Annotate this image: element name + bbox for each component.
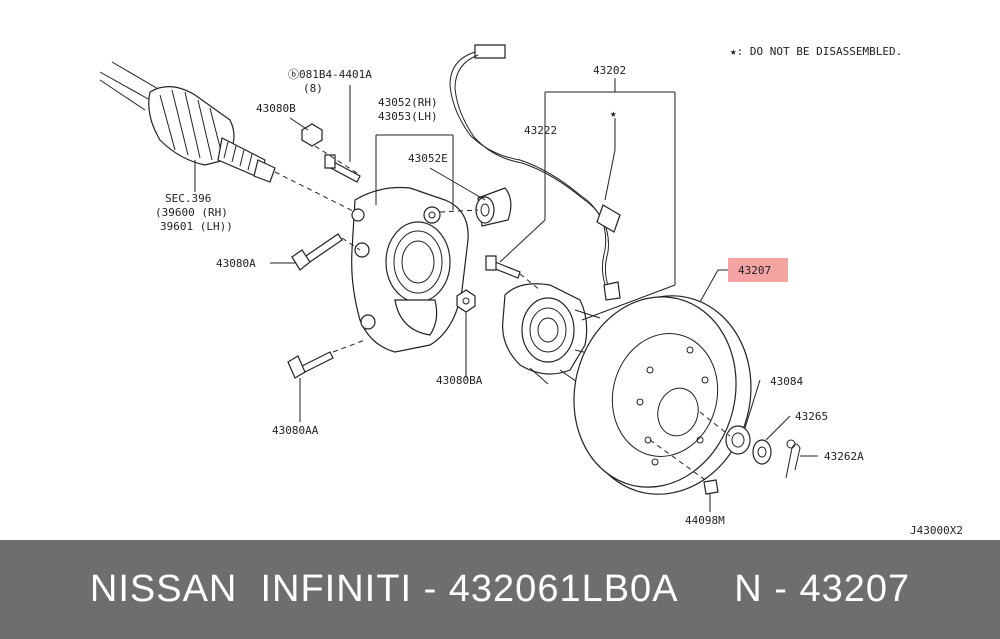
label-sec396[interactable]: SEC.396 <box>165 192 211 205</box>
bolt-081b4 <box>324 154 361 183</box>
bolt-43080aa <box>287 351 334 379</box>
bolt-43080a <box>291 233 343 271</box>
label-43053[interactable]: 43053(LH) <box>378 110 438 123</box>
label-39601: 39601 (LH)) <box>160 220 233 233</box>
label-43262a[interactable]: 43262A <box>824 450 864 463</box>
label-39600: (39600 (RH) <box>155 206 228 219</box>
star-marker: ★ <box>610 107 617 120</box>
footer-banner: NISSAN INFINITI - 432061LB0A N - 43207 <box>0 540 1000 639</box>
cotter-pin-43262a <box>785 439 801 479</box>
label-43207[interactable]: 43207 <box>738 264 771 277</box>
nut-43084 <box>725 425 751 455</box>
nut-43080ba <box>456 289 476 313</box>
disassembly-note: ★: DO NOT BE DISASSEMBLED. <box>730 45 902 58</box>
label-bolt-081b4-qty: (8) <box>303 82 323 95</box>
label-43080ba[interactable]: 43080BA <box>436 374 483 387</box>
label-43052[interactable]: 43052(RH) <box>378 96 438 109</box>
abs-sensor <box>449 44 621 301</box>
label-44098m[interactable]: 44098M <box>685 514 725 527</box>
label-bolt-081b4[interactable]: ⓑ081B4-4401A <box>288 68 372 81</box>
label-43052e[interactable]: 43052E <box>408 152 448 165</box>
label-43202[interactable]: 43202 <box>593 64 626 77</box>
label-43080a[interactable]: 43080A <box>216 257 256 270</box>
screw-44098m <box>703 479 719 495</box>
leader-lines <box>194 78 818 512</box>
bushing-43052e <box>475 187 512 227</box>
highlight-43207 <box>728 258 788 282</box>
washer-43265 <box>752 439 772 465</box>
steering-knuckle <box>351 186 469 353</box>
parts-diagram: ★: DO NOT BE DISASSEMBLED. <box>99 44 963 537</box>
bolt-43222 <box>485 255 521 279</box>
label-43265[interactable]: 43265 <box>795 410 828 423</box>
label-43080b[interactable]: 43080B <box>256 102 296 115</box>
brake-rotor <box>573 295 752 495</box>
label-43222[interactable]: 43222 <box>524 124 557 137</box>
assembly-guidelines <box>274 145 731 483</box>
nut-43080b <box>301 123 323 147</box>
diagram-code: J43000X2 <box>910 524 963 537</box>
drive-shaft <box>99 61 276 183</box>
label-43080aa[interactable]: 43080AA <box>272 424 319 437</box>
label-43084[interactable]: 43084 <box>770 375 803 388</box>
